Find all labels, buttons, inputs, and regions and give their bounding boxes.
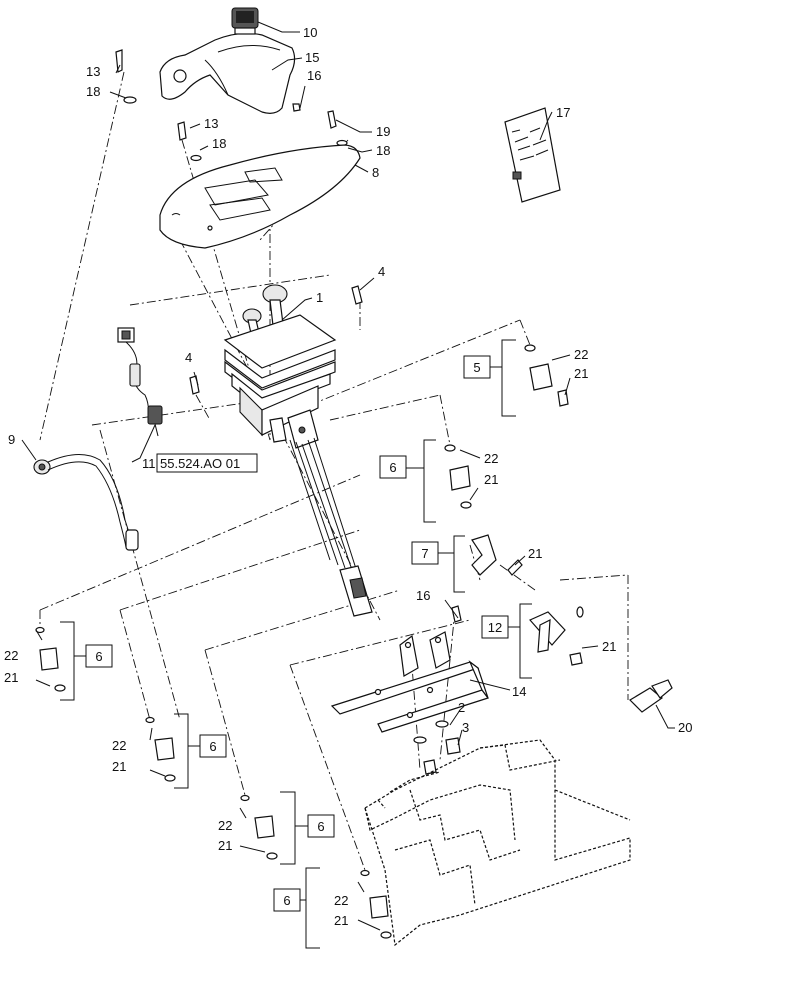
box-label-12: 12 — [488, 620, 502, 635]
screw-4 — [189, 285, 363, 395]
group-brackets — [60, 339, 532, 949]
decal — [504, 107, 561, 203]
cable-grommet — [33, 454, 139, 551]
callout-1: 1 — [316, 290, 323, 305]
callout-19: 19 — [376, 124, 390, 139]
alignment-lines — [39, 71, 629, 871]
box-label-6-upper: 6 — [389, 460, 396, 475]
callout-22-l4: 22 — [334, 893, 348, 908]
callout-22-l2: 22 — [112, 738, 126, 753]
armrest-cover — [159, 32, 296, 114]
fitting-6-upper — [444, 444, 472, 509]
callout-13-mid: 13 — [204, 116, 218, 131]
machine-frame — [364, 739, 631, 947]
callout-13-left: 13 — [86, 64, 100, 79]
upper-fasteners — [115, 49, 348, 162]
adapter-20 — [629, 679, 673, 713]
mounting-bracket — [330, 631, 489, 733]
box-label-7: 7 — [421, 546, 428, 561]
boxed-labels: 5 6 7 12 6 6 6 6 — [85, 355, 509, 912]
lower-fasteners — [413, 605, 462, 775]
callout-18-left: 18 — [86, 84, 100, 99]
callout-22-r6: 22 — [484, 451, 498, 466]
callout-22-l1: 22 — [4, 648, 18, 663]
callout-16-upper: 16 — [307, 68, 321, 83]
callout-21-l4: 21 — [334, 913, 348, 928]
box-label-5: 5 — [473, 360, 480, 375]
fitting-6-c — [240, 794, 278, 860]
rocker-switch — [231, 7, 259, 35]
elbow-fitting-7 — [471, 534, 523, 576]
callout-21-l3: 21 — [218, 838, 232, 853]
callout-22-l3: 22 — [218, 818, 232, 833]
box-label-6-c: 6 — [317, 819, 324, 834]
callout-22-r5: 22 — [574, 347, 588, 362]
callout-18-right: 18 — [376, 143, 390, 158]
callout-numbers: 10 15 16 13 18 13 18 19 18 8 17 4 1 4 9 … — [4, 25, 692, 928]
callout-15: 15 — [305, 50, 319, 65]
box-label-6-b: 6 — [209, 739, 216, 754]
callout-21-r6: 21 — [484, 472, 498, 487]
callout-21-r7: 21 — [528, 546, 542, 561]
callout-4-left: 4 — [185, 350, 192, 365]
console-plate — [159, 144, 361, 249]
callout-8: 8 — [372, 165, 379, 180]
callout-21-r12: 21 — [602, 639, 616, 654]
wiring-harness — [117, 327, 163, 437]
callout-14: 14 — [512, 684, 526, 699]
fitting-6-b — [145, 716, 176, 782]
callout-21-l2: 21 — [112, 759, 126, 774]
callout-16-lower: 16 — [416, 588, 430, 603]
joystick-assembly — [223, 284, 373, 617]
callout-21-l1: 21 — [4, 670, 18, 685]
callout-9: 9 — [8, 432, 15, 447]
callout-2: 2 — [458, 700, 465, 715]
fitting-6-d — [360, 869, 392, 939]
callout-11: 11 — [142, 456, 156, 471]
fitting-5 — [524, 344, 569, 407]
callout-18-mid: 18 — [212, 136, 226, 151]
fitting-6-a — [35, 626, 66, 692]
callout-4-top: 4 — [378, 264, 385, 279]
callout-17: 17 — [556, 105, 570, 120]
callout-10: 10 — [303, 25, 317, 40]
box-label-6-a: 6 — [95, 649, 102, 664]
callout-20: 20 — [678, 720, 692, 735]
leader-lines — [21, 21, 675, 931]
tee-fitting-12 — [529, 606, 584, 666]
callout-3: 3 — [462, 720, 469, 735]
box-label-6-d: 6 — [283, 893, 290, 908]
callout-21-r5: 21 — [574, 366, 588, 381]
reference-code: 55.524.AO 01 — [160, 456, 240, 471]
